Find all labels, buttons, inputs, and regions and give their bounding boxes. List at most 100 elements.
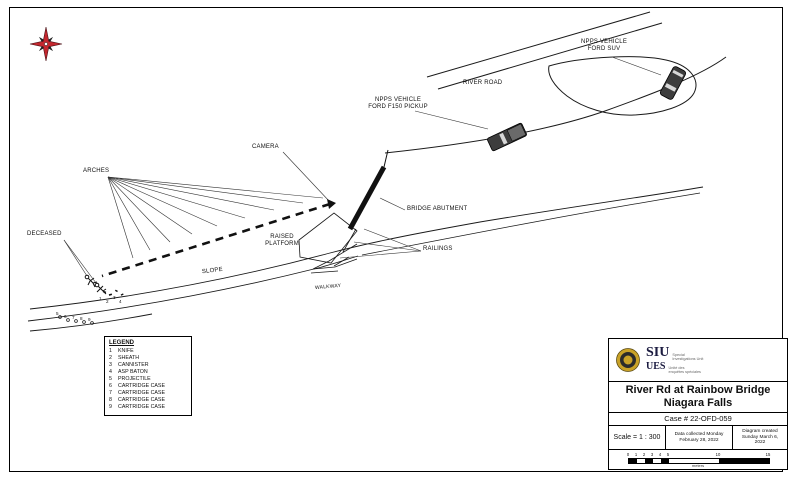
suv-vehicle (659, 66, 687, 100)
scale-bar-tick: 5 (666, 452, 670, 457)
legend-item-label: CARTRIDGE CASE (118, 404, 165, 410)
title-block-logo-row: SIU Special Investigations Unit UES Unit… (609, 339, 787, 381)
legend-item-label: ASP BATON (118, 369, 148, 375)
legend-item-number: 3 (109, 362, 112, 368)
legend-item: 6 CARTRIDGE CASE (109, 383, 187, 390)
scale-bar: 0 1 2 3 4 5 10 15 meters (609, 449, 787, 469)
legend-item: 1 KNIFE (109, 348, 187, 355)
logo-siu-text: SIU (646, 344, 670, 360)
legend-item-number: 9 (109, 404, 112, 410)
scale-bar-tick: 3 (650, 452, 654, 457)
pickup-vehicle (487, 122, 527, 152)
logo-siu-subtext-line1: Special (672, 352, 685, 357)
logo-siu-subtext: Special Investigations Unit (672, 353, 703, 362)
pickup-label-line2: FORD F150 PICKUP (368, 104, 428, 110)
legend-item-label: CARTRIDGE CASE (118, 383, 165, 389)
legend-item: 3 CANNISTER (109, 362, 187, 369)
legend-item-label: CARTRIDGE CASE (118, 390, 165, 396)
raised-platform-label-line1: RAISED (270, 234, 294, 240)
platform-and-walkway (298, 212, 358, 274)
legend-item: 2 SHEATH (109, 355, 187, 362)
suv-leader-line (611, 56, 662, 76)
title-block: SIU Special Investigations Unit UES Unit… (608, 338, 788, 470)
logo-ues-text: UES (646, 360, 666, 372)
legend-item-number: 5 (109, 376, 112, 382)
pickup-label: NPPS VEHICLE FORD F150 PICKUP (352, 97, 444, 111)
marker-number: 7 (72, 315, 75, 320)
siu-crest-icon (616, 348, 640, 372)
deceased-figure (84, 274, 98, 288)
marker-number: 6 (64, 314, 67, 319)
legend-item-number: 1 (109, 348, 112, 354)
legend-item-label: KNIFE (118, 348, 134, 354)
access-road-line (384, 56, 727, 154)
title-block-info-row: Scale = 1 : 300 Data collected Monday Fe… (609, 425, 787, 449)
legend-item: 4 ASP BATON (109, 369, 187, 376)
scale-bar-tick: 0 (626, 452, 630, 457)
legend-item-label: PROJECTILE (118, 376, 151, 382)
diagram-title-line2: Niagara Falls (663, 397, 733, 409)
slope-curves (27, 186, 704, 332)
camera-leader-line (282, 151, 331, 203)
logo-siu-subtext-line2: Investigations Unit (672, 357, 704, 362)
arch-dashed-line (101, 202, 331, 278)
border-frame (9, 7, 783, 472)
logo-text: SIU Special Investigations Unit UES Unit… (646, 344, 703, 375)
legend-title: LEGEND (109, 340, 135, 346)
marker-number: 5 (56, 311, 59, 316)
suv-label-line1: NPPS VEHICLE (580, 39, 628, 45)
scale-bar-tick: 1 (634, 452, 638, 457)
deceased-leader-lines (63, 239, 97, 284)
scale-bar-strip (628, 458, 770, 464)
logo-ues-subtext: Unité des enquêtes spéciales (668, 366, 701, 375)
river-road-label: RIVER ROAD (463, 80, 503, 86)
evidence-item-glyphs (102, 289, 124, 296)
railing-lines (333, 228, 357, 267)
arches-leader-lines (107, 176, 324, 259)
platform-outline (298, 212, 358, 264)
legend-item: 5 PROJECTILE (109, 376, 187, 383)
marker-number: 1 (99, 296, 102, 301)
compass-rose-icon (29, 26, 63, 62)
marker-number: 3 (113, 295, 116, 300)
scale-label: Scale = 1 : 300 (609, 426, 666, 449)
raised-platform-label: RAISED PLATFORM (258, 234, 306, 248)
legend-item-label: CANNISTER (118, 362, 149, 368)
bridge-abutment-label: BRIDGE ABUTMENT (407, 206, 468, 212)
scale-bar-tick: 2 (642, 452, 646, 457)
leader-lines (63, 56, 662, 284)
marker-numbers: 1 2 3 4 5 6 7 8 9 (56, 295, 122, 322)
parking-loop-outline (548, 56, 697, 116)
marker-number: 4 (119, 299, 122, 304)
legend-item: 7 CARTRIDGE CASE (109, 390, 187, 397)
abutment-leader-line (379, 197, 406, 211)
camera-symbol (327, 199, 336, 209)
legend-item-number: 7 (109, 390, 112, 396)
marker-number: 9 (88, 317, 91, 322)
legend-item: 9 CARTRIDGE CASE (109, 404, 187, 411)
marker-number: 8 (80, 316, 83, 321)
raised-platform-label-line2: PLATFORM (265, 241, 299, 247)
arches-label: ARCHES (83, 168, 110, 174)
bridge-abutment-bar (347, 149, 389, 231)
legend-item-label: CARTRIDGE CASE (118, 397, 165, 403)
legend-item-number: 4 (109, 369, 112, 375)
suv-label: NPPS VEHICLE FORD SUV (566, 39, 642, 53)
railings-label: RAILINGS (423, 246, 453, 252)
deceased-label: DECEASED (27, 231, 62, 237)
logo-ues-subtext-line2: enquêtes spéciales (668, 369, 701, 374)
legend-item-number: 2 (109, 355, 112, 361)
river-road-lines (426, 11, 663, 90)
pickup-leader-line (414, 110, 489, 130)
diagram-created-date: Diagram created Sunday March 6, 2022 (741, 429, 779, 446)
suv-label-line2: FORD SUV (587, 46, 621, 52)
scale-bar-tick: 4 (658, 452, 662, 457)
legend-item-label: SHEATH (118, 355, 140, 361)
walkway-path (312, 243, 358, 270)
camera-label: CAMERA (252, 144, 279, 150)
legend-item-number: 8 (109, 397, 112, 403)
marker-number: 2 (106, 299, 109, 304)
railings-leader-lines (339, 228, 422, 259)
logo-ues-subtext-line1: Unité des (668, 365, 685, 370)
